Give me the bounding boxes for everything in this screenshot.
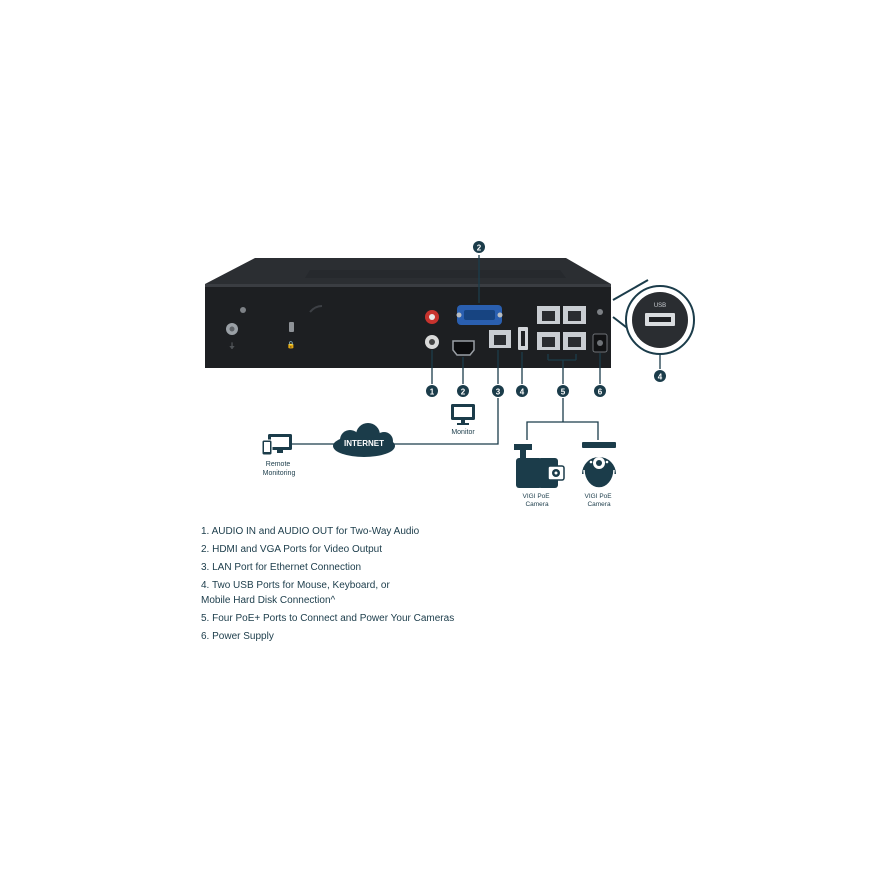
callout-number: 4	[658, 373, 663, 382]
nvr-back-panel	[205, 284, 611, 368]
usb-zoom-bubble: USB	[625, 285, 695, 355]
corner-screw-icon	[597, 309, 603, 315]
feature-item: 1. AUDIO IN and AUDIO OUT for Two-Way Au…	[201, 525, 454, 540]
dome-camera-icon	[582, 442, 616, 489]
callout-badge-1: 1	[426, 385, 438, 397]
callout-badge-3: 3	[492, 385, 504, 397]
callout-number: 5	[561, 388, 566, 397]
callout-badge-6: 6	[594, 385, 606, 397]
connection-lines	[292, 398, 599, 445]
dome-label-line1: VIGI PoE	[585, 493, 613, 500]
feature-item: 3. LAN Port for Ethernet Connection	[201, 561, 454, 576]
feature-text: 1. AUDIO IN and AUDIO OUT for Two-Way Au…	[201, 526, 420, 537]
bullet-label-line1: VIGI PoE	[523, 493, 551, 500]
nvr-top-shade	[305, 270, 566, 278]
feature-text: 2. HDMI and VGA Ports for Video Output	[201, 544, 383, 555]
dome-label-line2: Camera	[587, 501, 611, 508]
feature-item: 2. HDMI and VGA Ports for Video Output	[201, 543, 454, 558]
bullet-camera-icon	[514, 444, 565, 488]
callout-badge-4-zoom: 4	[654, 370, 666, 382]
feature-text: 6. Power Supply	[201, 630, 274, 642]
corner-screw-icon	[240, 307, 246, 313]
remote-label-line2: Monitoring	[263, 470, 296, 477]
callout-number: 1	[430, 388, 435, 397]
remote-label-line1: Remote	[266, 461, 291, 468]
monitor-label: Monitor	[451, 429, 475, 436]
hdmi-port[interactable]	[452, 340, 475, 356]
lock-slot-icon	[289, 322, 294, 332]
lock-symbol-icon: 🔒	[287, 341, 296, 349]
poe-ports[interactable]	[537, 306, 586, 350]
remote-monitoring-label: Remote Monitoring	[263, 461, 296, 477]
feature-text: 5. Four PoE+ Ports to Connect and Power …	[201, 612, 455, 624]
usb-zoom-label: USB	[654, 303, 666, 309]
nvr-device: ⏚ 🔒	[205, 258, 611, 368]
internet-label: INTERNET	[344, 439, 384, 448]
feature-list: 1. AUDIO IN and AUDIO OUT for Two-Way Au…	[201, 525, 454, 648]
callout-badge-2: 2	[473, 241, 485, 253]
internet-cloud-icon: INTERNET	[333, 423, 395, 457]
callout-number: 6	[598, 388, 603, 397]
ground-symbol-icon: ⏚	[229, 342, 236, 350]
feature-text: 4. Two USB Ports for Mouse, Keyboard, or…	[201, 580, 390, 606]
callout-number: 2	[477, 244, 482, 253]
bullet-camera-label: VIGI PoE Camera	[523, 493, 552, 508]
callout-number: 4	[520, 388, 525, 397]
callout-badge-4: 4	[516, 385, 528, 397]
remote-devices-icon	[261, 434, 292, 456]
feature-item: 4. Two USB Ports for Mouse, Keyboard, or…	[201, 579, 454, 608]
feature-item: 6. Power Supply	[201, 630, 454, 645]
nvr-edge-highlight	[205, 284, 611, 287]
vent-slot	[309, 305, 323, 313]
bullet-label-line2: Camera	[525, 501, 549, 508]
dome-camera-label: VIGI PoE Camera	[585, 493, 614, 508]
feature-item: 5. Four PoE+ Ports to Connect and Power …	[201, 612, 454, 627]
feature-text: 3. LAN Port for Ethernet Connection	[201, 562, 362, 573]
callout-number: 2	[461, 388, 466, 397]
callout-badge-5: 5	[557, 385, 569, 397]
callout-leaders	[431, 255, 661, 384]
monitor-icon	[451, 404, 475, 425]
callout-number: 3	[496, 388, 501, 397]
callout-badge-2-lower: 2	[457, 385, 469, 397]
